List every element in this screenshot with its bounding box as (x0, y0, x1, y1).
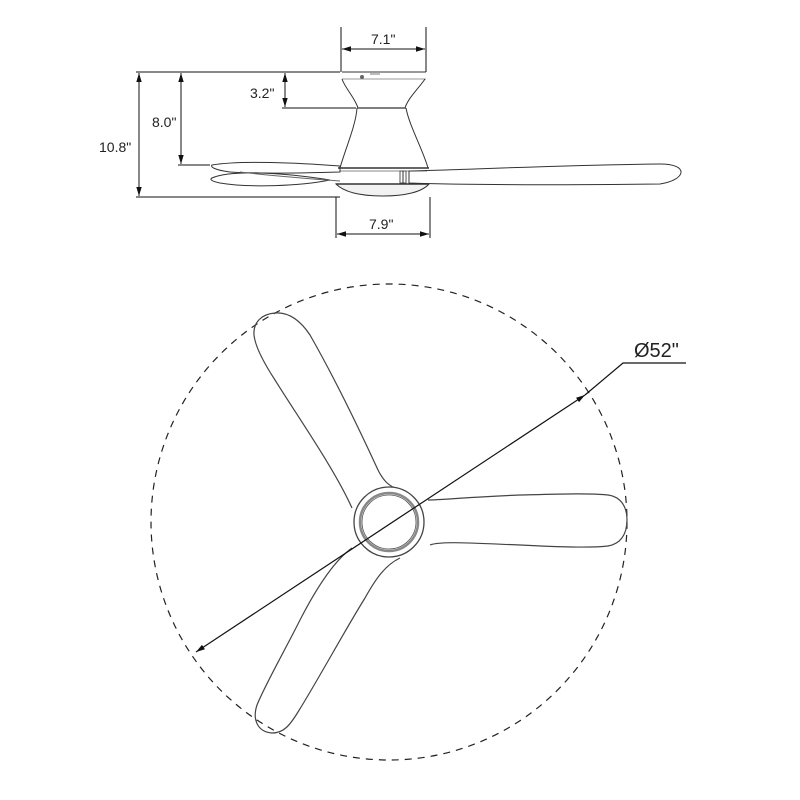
side-view (210, 71, 682, 197)
side-dimensions (136, 27, 431, 238)
diameter-dimension (195, 362, 686, 653)
canopy-width-label: 7.1" (371, 31, 395, 47)
blade-top-lower-left (254, 547, 401, 734)
blade-side-right (408, 163, 682, 186)
motor-housing-lower (339, 107, 429, 169)
blade-top-upper-left (253, 312, 396, 509)
fan-hub (353, 486, 425, 558)
body-height-label: 8.0" (152, 114, 176, 130)
diameter-label: Ø52" (634, 340, 679, 362)
blade-side-left (211, 161, 341, 174)
light-kit-width-label: 7.9" (369, 216, 393, 232)
total-height-label: 10.8" (99, 139, 131, 155)
light-kit (334, 183, 431, 197)
canopy-height-label: 3.2" (250, 85, 274, 101)
blade-top-right (427, 493, 628, 548)
top-view: Ø52" (150, 283, 686, 761)
screw-icon (360, 75, 364, 79)
fan-canopy (342, 71, 426, 80)
motor-housing (341, 78, 426, 109)
